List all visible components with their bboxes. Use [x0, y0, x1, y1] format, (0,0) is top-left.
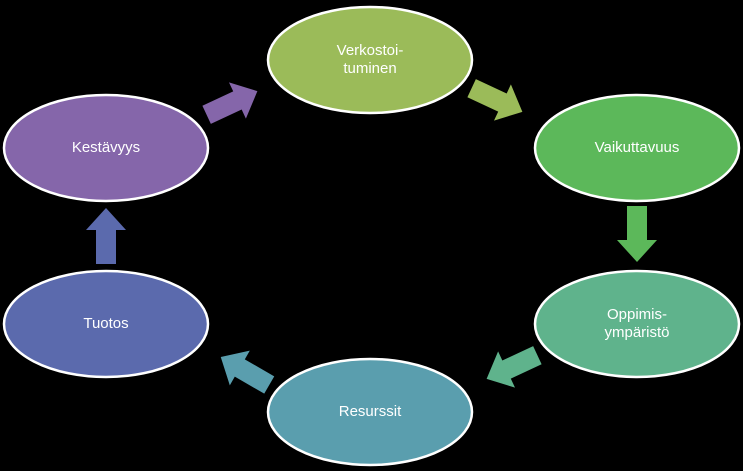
- arrow-vaikuttavuus-to-oppimisymparisto: [617, 206, 657, 262]
- node-label-kestavyys: Kestävyys: [72, 139, 140, 156]
- node-shape-vaikuttavuus: [533, 93, 741, 203]
- node-label-vaikuttavuus: Vaikuttavuus: [595, 139, 680, 156]
- node-label-verkostoituminen-line-1: Verkostoi-: [337, 42, 404, 59]
- node-shape-resurssit: [266, 357, 474, 467]
- node-label-verkostoituminen-line-2: tuminen: [343, 60, 396, 77]
- node-shape-tuotos: [2, 269, 210, 379]
- node-verkostoituminen: Verkostoi-tuminen: [266, 5, 474, 115]
- node-label-resurssit: Resurssit: [339, 403, 402, 420]
- node-kestavyys: Kestävyys: [2, 93, 210, 203]
- node-shape-verkostoituminen: [266, 5, 474, 115]
- node-shape-kestavyys: [2, 93, 210, 203]
- node-label-tuotos: Tuotos: [83, 315, 128, 332]
- arrow-oppimisymparisto-to-resurssit: [486, 346, 542, 388]
- arrow-resurssit-to-tuotos: [220, 350, 275, 394]
- node-oppimisymparisto: Oppimis-ympäristö: [533, 269, 741, 379]
- node-resurssit: Resurssit: [266, 357, 474, 467]
- node-tuotos: Tuotos: [2, 269, 210, 379]
- node-label-oppimisymparisto-line-1: Oppimis-: [607, 306, 667, 323]
- arrow-verkostoituminen-to-vaikuttavuus: [467, 79, 523, 121]
- node-shape-oppimisymparisto: [533, 269, 741, 379]
- node-vaikuttavuus: Vaikuttavuus: [533, 93, 741, 203]
- node-label-oppimisymparisto-line-2: ympäristö: [604, 324, 669, 341]
- arrow-tuotos-to-kestavyys: [86, 208, 126, 264]
- arrow-kestavyys-to-verkostoituminen: [202, 82, 258, 124]
